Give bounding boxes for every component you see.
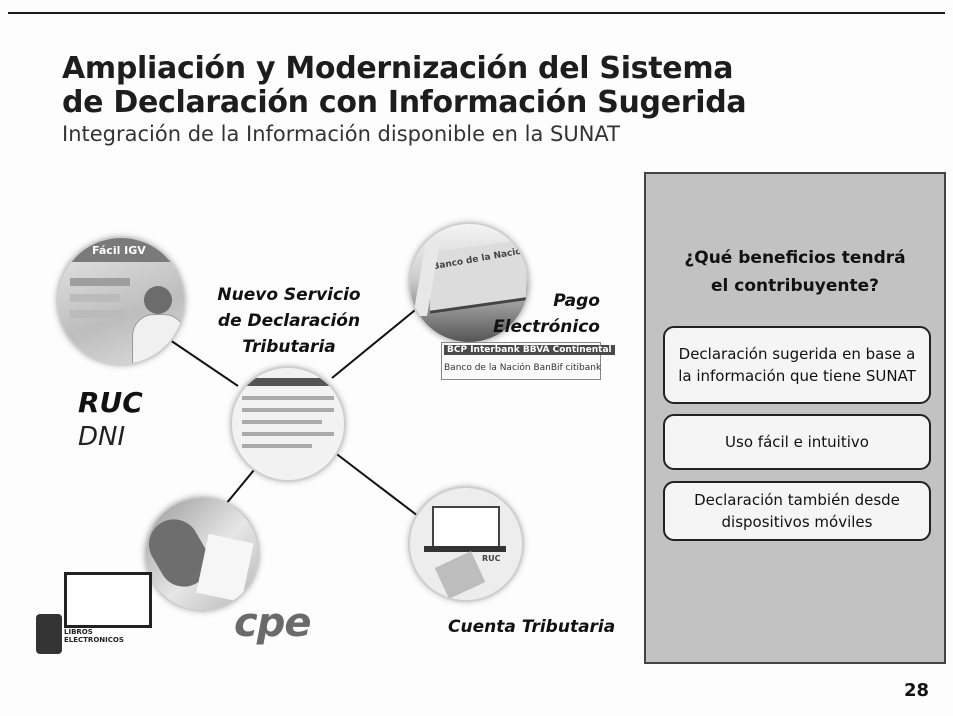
benefit-text: Uso fácil e intuitivo: [725, 433, 869, 451]
bank-logos-strip: BCP Interbank BBVA Continental Banco de …: [441, 342, 615, 380]
phone-icon: [36, 614, 62, 654]
laptop-shadow: [434, 551, 486, 599]
hub-screen-line: [242, 444, 312, 448]
page-number: 28: [904, 680, 930, 701]
laptop-screen: [432, 506, 500, 548]
slide-subtitle: Integración de la Información disponible…: [62, 122, 620, 146]
pago-label-line: Pago: [553, 291, 600, 311]
title-line-1: Ampliación y Modernización del Sistema: [62, 51, 734, 86]
dni-label: DNI: [78, 422, 126, 452]
hub-screen-line: [242, 396, 334, 400]
hub-image-circle: [230, 366, 346, 482]
hub-label-line: de Declaración: [217, 311, 361, 331]
ruc-label: RUC: [78, 386, 143, 419]
hub-screen-line: [242, 420, 322, 424]
question-line: el contribuyente?: [711, 276, 879, 296]
benefits-question: ¿Qué beneficios tendrá el contribuyente?: [650, 244, 940, 300]
pago-label-line: Electrónico: [493, 317, 600, 337]
connector-cpe: [225, 469, 255, 505]
question-line: ¿Qué beneficios tendrá: [684, 248, 906, 268]
hands-writing-circle: [144, 496, 260, 612]
hub-label: Nuevo Servicio de Declaración Tributaria: [204, 282, 374, 360]
paper-shape: [196, 533, 254, 603]
slide-title: Ampliación y Modernización del Sistema d…: [62, 51, 747, 120]
ruc-screen-bar: [70, 310, 125, 318]
pago-label: Pago Electrónico: [470, 288, 600, 340]
person-head: [144, 286, 172, 314]
benefit-box: Uso fácil e intuitivo: [663, 414, 931, 470]
mini-ruc-text: RUC: [482, 554, 501, 563]
ruc-screen-text: Fácil IGV: [92, 244, 146, 257]
benefit-text: Declaración sugerida en base a la inform…: [678, 345, 916, 385]
ruc-screen-bar: [70, 294, 120, 302]
ruc-screen-header: [58, 238, 184, 262]
connector-pago: [331, 305, 421, 379]
libros-electronicos-label: LIBROS ELECTRONICOS: [64, 628, 124, 644]
hub-screen-line: [242, 432, 334, 436]
hub-label-line: Nuevo Servicio: [217, 285, 361, 305]
ruc-screen-bar: [70, 278, 130, 286]
bank-logos-row: BCP Interbank BBVA Continental: [444, 345, 615, 355]
cpe-logo: cpe: [234, 600, 311, 646]
monitor-icon: [64, 572, 152, 628]
person-body: [132, 314, 184, 364]
ruc-image-circle: Fácil IGV: [56, 236, 186, 366]
cuenta-label: Cuenta Tributaria: [448, 617, 616, 637]
libros-line: ELECTRONICOS: [64, 636, 124, 644]
top-border-line: [8, 12, 945, 14]
laptop-base: [424, 546, 506, 552]
title-line-2: de Declaración con Información Sugerida: [62, 85, 747, 120]
benefit-box: Declaración sugerida en base a la inform…: [663, 326, 931, 404]
libros-line: LIBROS: [64, 628, 93, 636]
bank-logos-row: Banco de la Nación BanBif citibank: [444, 363, 602, 373]
hub-label-line: Tributaria: [242, 337, 336, 357]
hub-screen-header: [232, 378, 344, 386]
hub-screen-line: [242, 408, 334, 412]
cuenta-laptop-circle: RUC: [408, 486, 524, 602]
connector-cuenta: [333, 451, 419, 517]
benefit-box: Declaración también desde dispositivos m…: [663, 481, 931, 541]
benefit-text: Declaración también desde dispositivos m…: [694, 491, 900, 531]
